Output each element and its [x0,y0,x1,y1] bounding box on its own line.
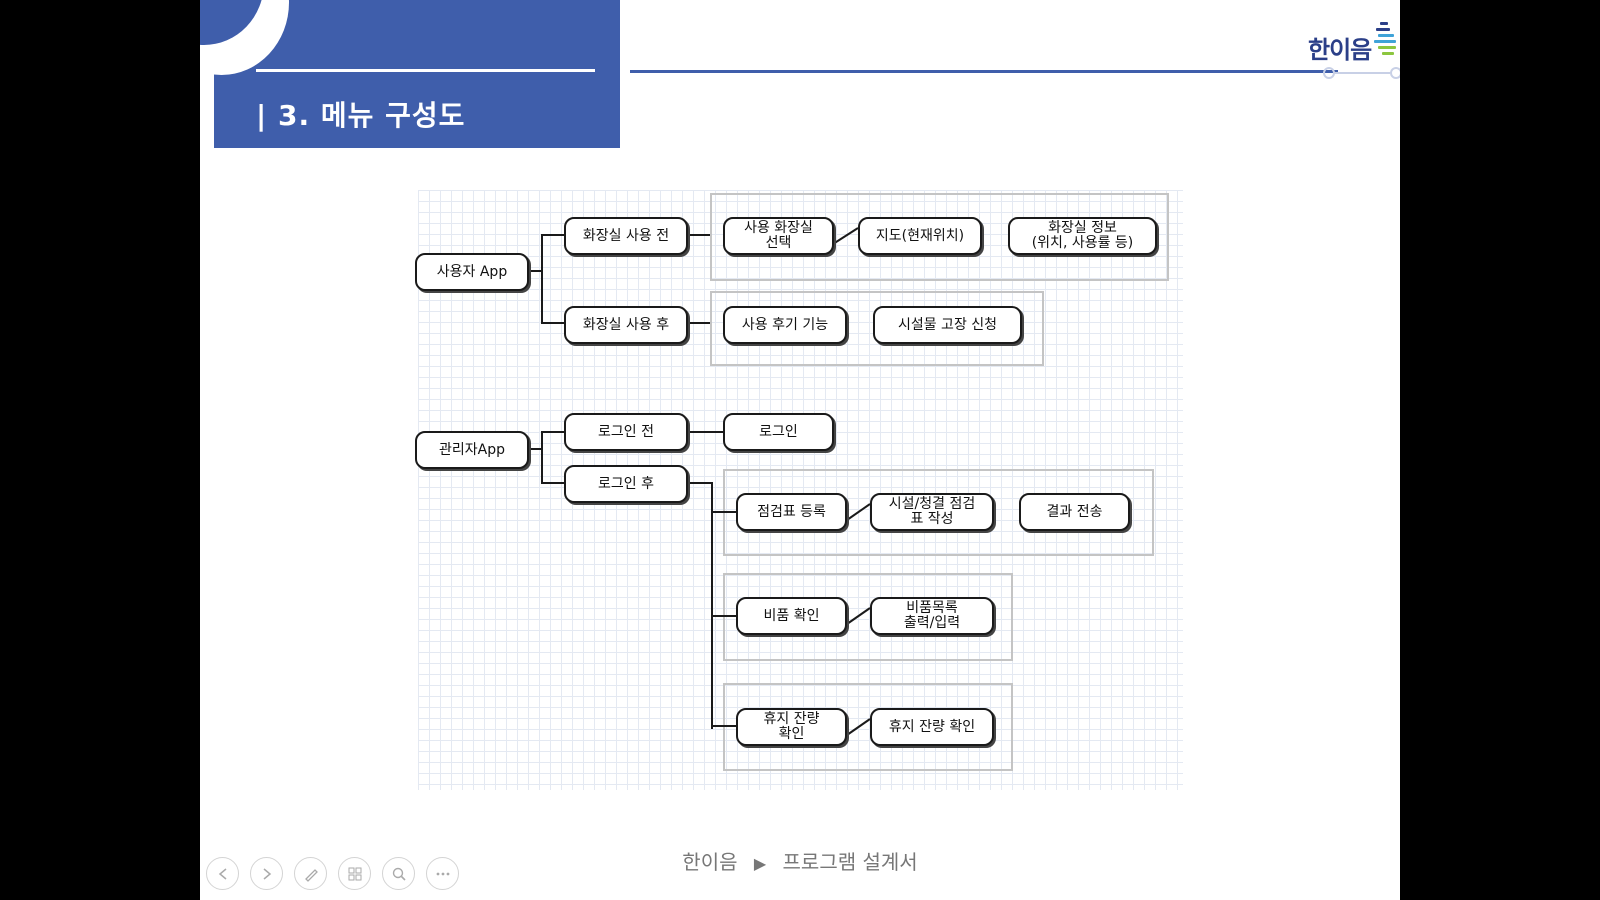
header-rule [630,70,1338,73]
title-rule [256,69,595,72]
footer-separator: ▶ [753,854,767,873]
node-review: 사용 후기 기능 [723,306,847,344]
footer-brand: 한이음 [682,850,738,874]
node-user-app: 사용자 App [415,253,529,291]
logo: 한이음 [1308,22,1398,66]
logo-decoration [1323,67,1400,79]
node-tissue-check: 휴지 잔량 확인 [736,708,847,746]
connector-lines [530,227,871,736]
node-login: 로그인 [723,413,834,451]
node-before-login: 로그인 전 [564,413,688,451]
logo-icon [1372,22,1398,58]
more-icon[interactable] [426,857,459,890]
node-map-location: 지도(현재위치) [858,217,982,255]
slide-footer: 한이음 ▶ 프로그램 설계서 [200,846,1400,875]
pen-icon[interactable] [294,857,327,890]
next-icon[interactable] [250,857,283,890]
node-repair-request: 시설물 고장 신청 [873,306,1022,344]
node-checklist-register: 점검표 등록 [736,493,847,531]
previous-icon[interactable] [206,857,239,890]
zoom-icon[interactable] [382,857,415,890]
node-send-result: 결과 전송 [1019,493,1130,531]
node-admin-app: 관리자App [415,431,529,469]
node-after-login: 로그인 후 [564,465,688,503]
node-checklist-write: 시설/청결 점검 표 작성 [870,493,994,531]
title-panel: | 3. 메뉴 구성도 [200,0,620,148]
node-user-before: 화장실 사용 전 [564,217,688,255]
menu-structure-diagram: 사용자 App 화장실 사용 전 화장실 사용 후 사용 화장실 선택 지도(현… [415,190,1183,790]
node-tissue-check-detail: 휴지 잔량 확인 [870,708,994,746]
slides-icon[interactable] [338,857,371,890]
presentation-toolbar [206,857,459,893]
slide-title: | 3. 메뉴 구성도 [256,99,466,132]
node-supplies-check: 비품 확인 [736,597,847,635]
node-supplies-list: 비품목록 출력/입력 [870,597,994,635]
slide: | 3. 메뉴 구성도 한이음 [200,0,1400,900]
node-user-after: 화장실 사용 후 [564,306,688,344]
group-user-before [710,193,1169,281]
footer-doc-title: 프로그램 설계서 [782,850,918,874]
logo-text: 한이음 [1308,36,1372,64]
node-toilet-info: 화장실 정보 (위치, 사용률 등) [1008,217,1157,255]
node-select-toilet: 사용 화장실 선택 [723,217,834,255]
group-user-after [710,291,1044,366]
